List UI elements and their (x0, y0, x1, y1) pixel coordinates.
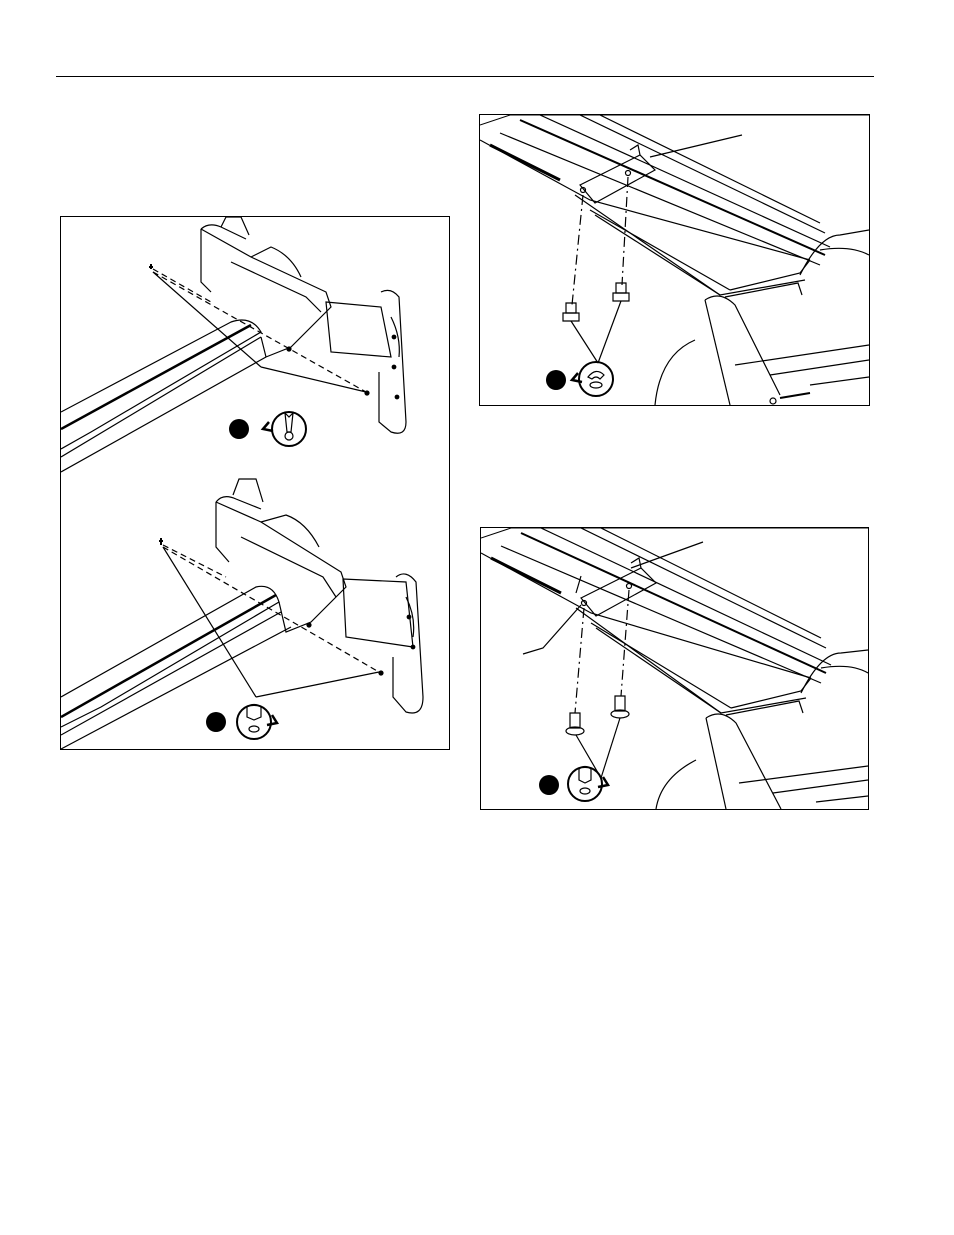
step-badge-3 (546, 370, 566, 390)
step-badge-2 (206, 712, 226, 732)
wrench-ccw-icon (572, 362, 613, 396)
screwdriver-cw-icon (237, 705, 277, 740)
bolt-right (613, 283, 629, 301)
screwdriver-ccw-icon (263, 412, 306, 446)
header-rule (56, 76, 874, 77)
top-panel (61, 217, 406, 472)
step-badge-1 (229, 419, 249, 439)
bolt-right (611, 696, 629, 718)
figure-crossbar-screws (60, 216, 450, 750)
crossbar-drawing (61, 217, 449, 749)
step-badge-4 (539, 775, 559, 795)
bolt-left (563, 303, 579, 321)
bracket-install-drawing (481, 528, 868, 809)
bolt-left (566, 713, 584, 735)
bottom-panel (61, 479, 423, 749)
wrench-cw-icon (568, 767, 608, 802)
figure-bracket-bolts-remove (479, 114, 870, 406)
bracket-remove-drawing (480, 115, 869, 405)
figure-bracket-bolts-install (480, 527, 869, 810)
